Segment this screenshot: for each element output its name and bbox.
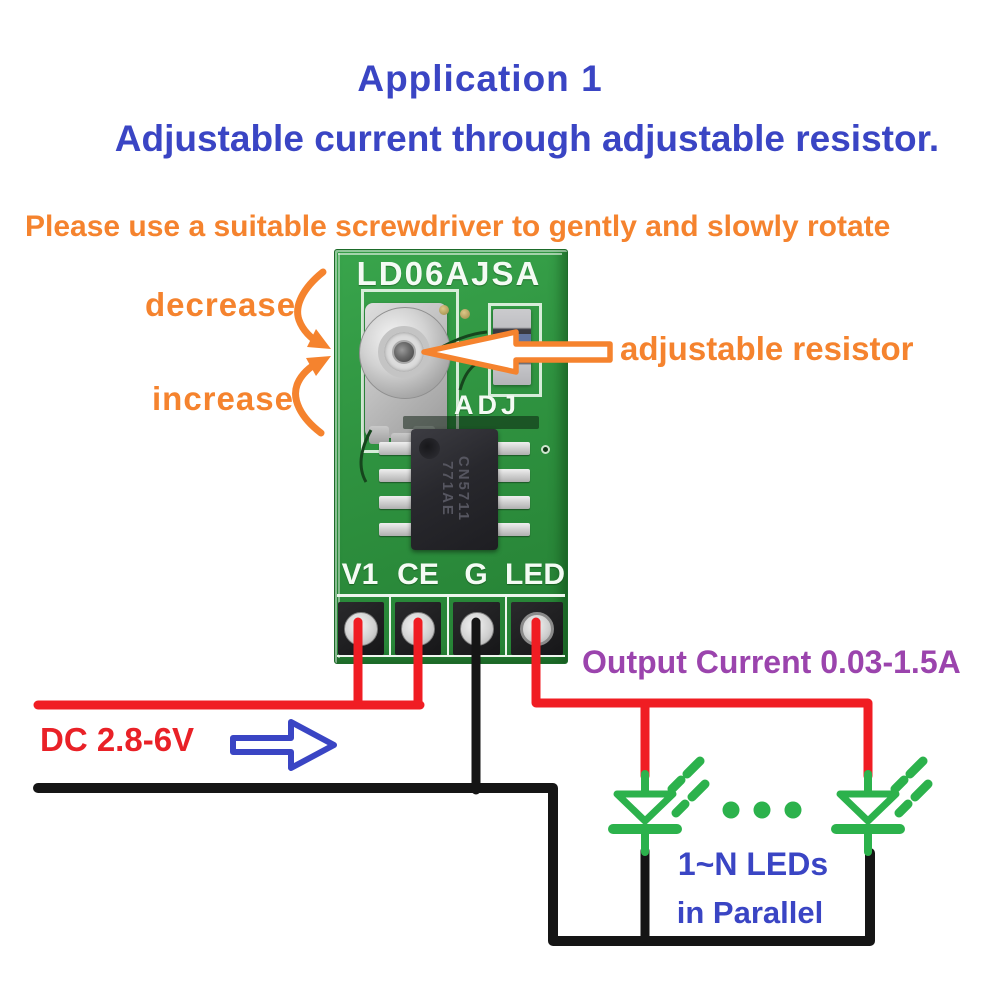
pin-label-g: G [464,558,488,591]
chip-lead [379,523,413,536]
chip-marking: CN5711 771AE [439,433,472,545]
silkscreen-divider [505,597,507,657]
led-triangle [613,790,677,825]
led-symbol-2 [831,756,933,856]
potentiometer-screw-slot [392,340,416,364]
leds-arrangement-label: in Parallel [676,895,824,930]
silkscreen-line [337,594,565,597]
page-title: Application 1 [357,58,603,99]
ellipsis-dots [722,801,802,819]
chip-marking-line1: CN5711 [455,455,472,523]
adj-label: ADJ [453,390,520,420]
chip-lead [379,496,413,509]
chip-marking-line2: 771AE [439,461,456,517]
led-light-rays [890,756,933,818]
pad-hole-led [520,612,554,646]
chip-lead [495,442,530,455]
input-voltage-label: DC 2.8-6V [40,721,195,758]
dot [784,801,802,819]
increase-arrowhead [306,356,331,376]
chip-lead [495,469,530,482]
solder-dot [439,305,449,315]
pcb-edge-line [338,253,340,658]
pcb-model-label: LD06AJSA [356,255,542,292]
via-hole [541,445,550,454]
led-driver-pcb: LD06AJSA ADJ C [334,249,568,664]
led-light-rays [667,756,710,818]
smd-resistor-stripe [493,334,531,346]
chip-lead [379,469,413,482]
increase-arrow [292,356,331,437]
potentiometer-lug [369,426,389,444]
pad-hole-ce [401,612,435,646]
decrease-arrowhead [307,329,331,349]
chip-shadow [403,416,539,429]
instruction-text: Please use a suitable screwdriver to gen… [25,210,891,243]
increase-arrow-curve [292,357,325,437]
pin-label-v1: V1 [341,558,379,591]
decrease-label: decrease [145,286,297,323]
smd-adjustable-resistor [493,309,531,385]
leds-count-label: 1~N LEDs [677,846,829,882]
silkscreen-divider [389,597,391,657]
dot [722,801,740,819]
output-current-label: Output Current 0.03-1.5A [582,644,961,680]
pcb-edge-line [338,253,562,255]
pad-hole-v1 [344,612,378,646]
chip-lead [495,523,530,536]
pin-label-ce: CE [397,558,439,591]
increase-label: increase [152,380,294,417]
decrease-arrow [294,268,331,349]
page-subtitle: Adjustable current through adjustable re… [114,118,940,159]
silkscreen-divider [447,597,449,657]
chip-lead [379,442,413,455]
decrease-arrow-curve [294,268,327,348]
dot [753,801,771,819]
led-triangle [836,790,900,825]
led-symbol-1 [608,756,710,856]
silkscreen-line [337,655,565,657]
input-direction-arrow [230,719,337,771]
chip-lead [495,496,530,509]
driver-chip: CN5711 771AE [411,429,498,550]
pin-label-led: LED [505,558,565,591]
adjustable-resistor-label: adjustable resistor [620,330,914,367]
solder-dot [460,309,470,319]
chip-pin1-dimple [419,438,440,459]
pad-hole-g [460,612,494,646]
